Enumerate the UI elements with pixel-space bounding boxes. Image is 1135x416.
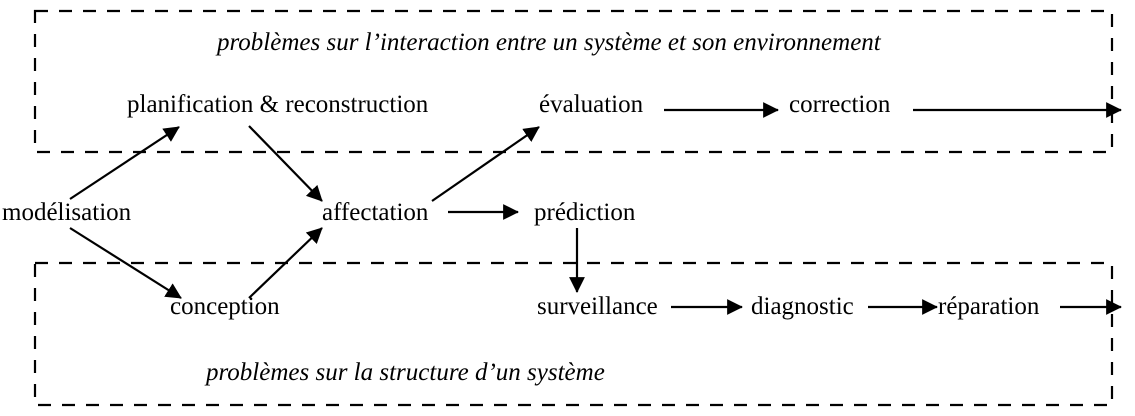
edge-planification-affectation xyxy=(248,125,323,202)
node-prediction: prédiction xyxy=(534,199,636,226)
edge-affectation-evaluation xyxy=(431,126,540,202)
node-conception: conception xyxy=(170,293,280,320)
node-affectation: affectation xyxy=(322,199,429,226)
group-caption-bottom: problèmes sur la structure d’un système xyxy=(206,359,605,386)
node-diagnostic: diagnostic xyxy=(751,293,854,320)
node-correction: correction xyxy=(789,91,891,118)
edge-conception-affectation xyxy=(248,227,323,299)
group-box-bottom xyxy=(33,261,1114,407)
node-surveillance: surveillance xyxy=(537,293,658,320)
edge-modelisation-conception xyxy=(69,227,182,299)
edge-modelisation-planification xyxy=(69,126,180,200)
node-planification: planification & reconstruction xyxy=(127,91,429,118)
node-evaluation: évaluation xyxy=(539,91,644,118)
node-modelisation: modélisation xyxy=(2,199,132,226)
group-box-top xyxy=(33,9,1114,154)
group-caption-top: problèmes sur l’interaction entre un sys… xyxy=(217,29,881,56)
node-reparation: réparation xyxy=(938,293,1040,320)
